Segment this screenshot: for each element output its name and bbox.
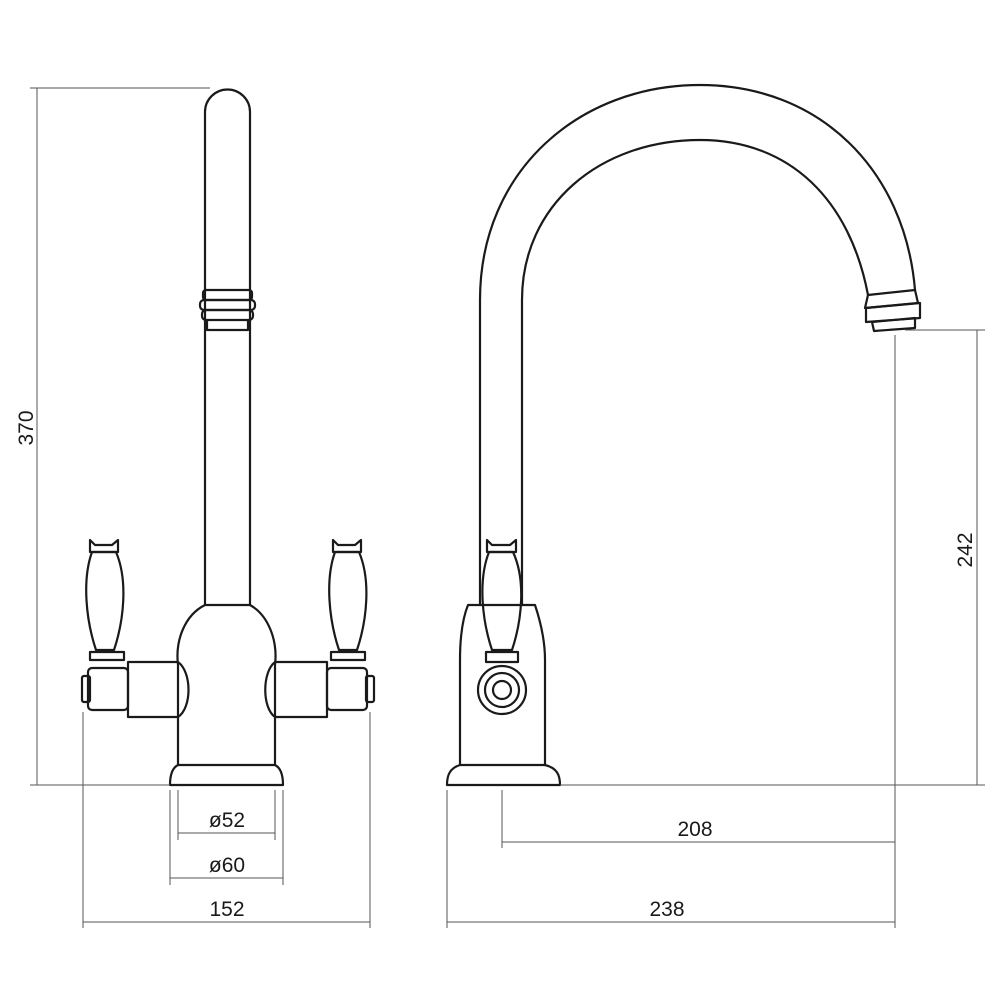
dimension-lines (30, 87, 985, 928)
right-valve (325, 538, 376, 712)
gooseneck-outer (478, 83, 917, 607)
spout-outlet (863, 288, 922, 333)
front-base (168, 763, 285, 787)
dim-overall-width: 152 (209, 898, 244, 921)
dim-base-diameter-outer: ø60 (209, 854, 245, 877)
dim-overall-height: 370 (15, 410, 38, 445)
dim-spout-height: 242 (954, 532, 977, 567)
dim-spout-reach: 208 (677, 818, 712, 841)
left-arm (126, 660, 190, 719)
dim-overall-depth: 238 (649, 898, 684, 921)
left-valve (80, 538, 130, 712)
dim-base-diameter-inner: ø52 (209, 809, 245, 832)
side-view (445, 83, 922, 787)
right-arm (264, 660, 329, 719)
front-view (80, 88, 376, 787)
side-base (445, 763, 562, 787)
front-body (176, 603, 277, 767)
side-body (458, 603, 547, 767)
side-lever (476, 538, 528, 716)
front-spout-tube (203, 88, 252, 607)
front-spout-collar (198, 288, 257, 332)
gooseneck-inner (520, 138, 870, 607)
